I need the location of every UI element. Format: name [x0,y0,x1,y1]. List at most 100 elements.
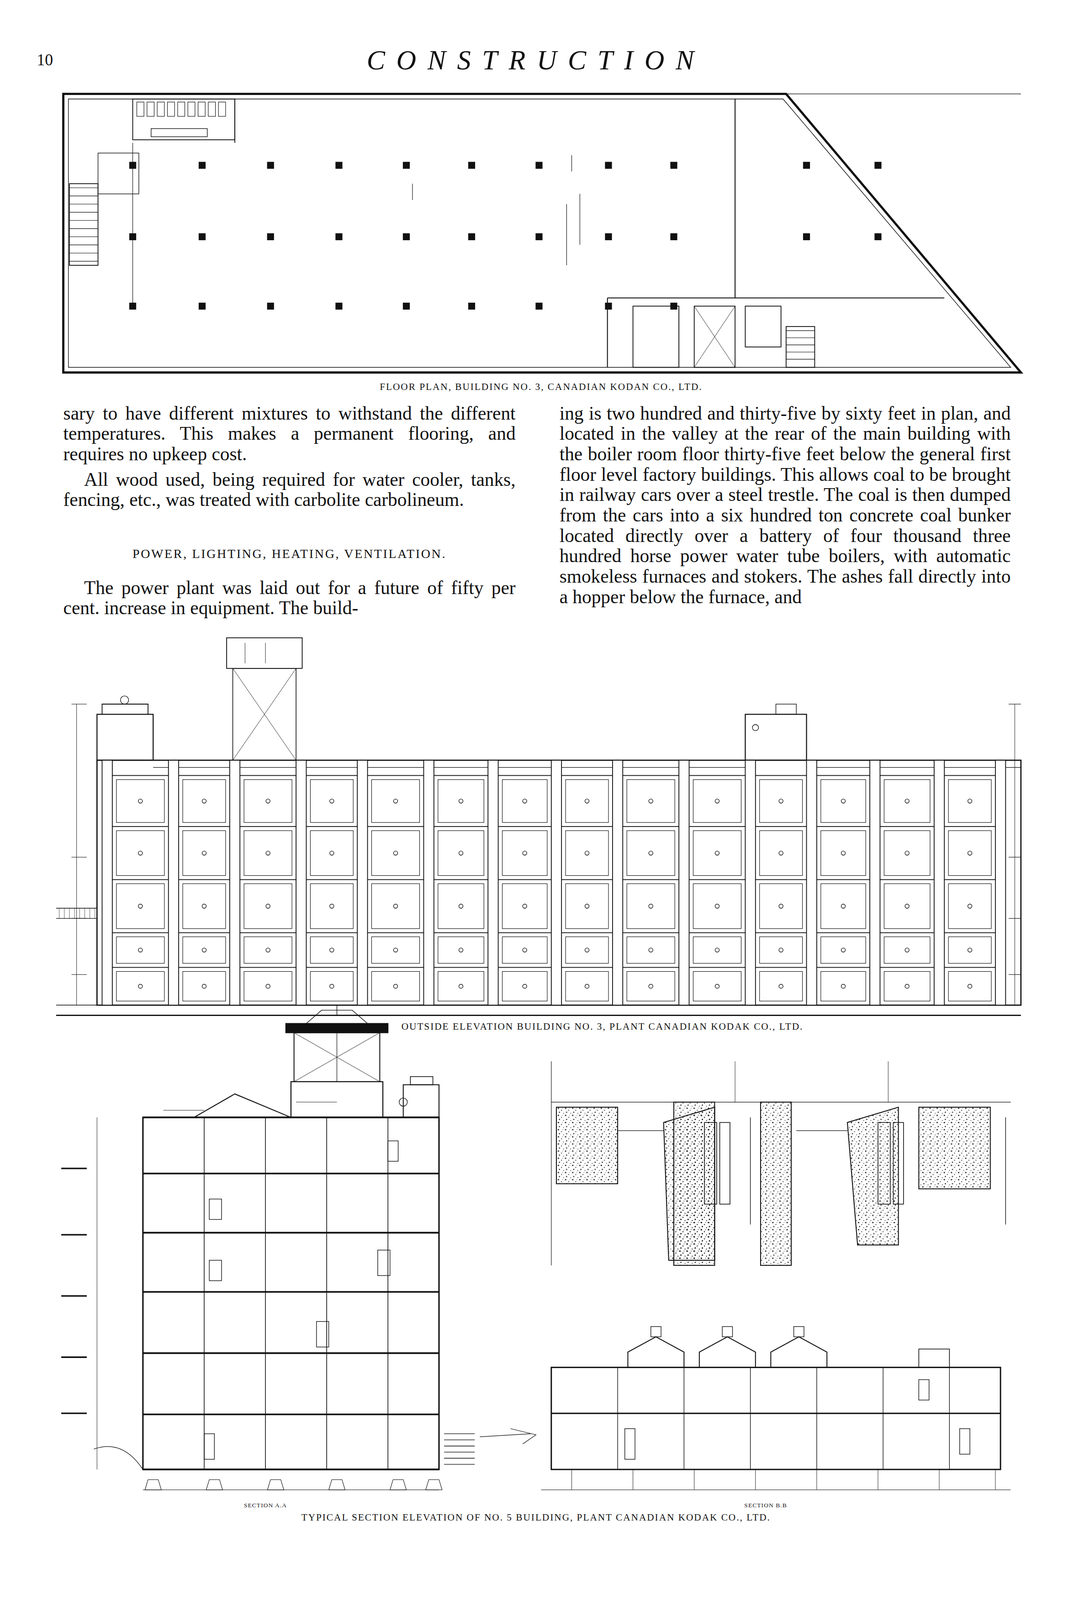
toilet-stall [198,101,206,117]
floor-band [622,932,679,934]
window-vent [201,851,207,856]
drawing-line [617,1130,664,1132]
door [377,1250,391,1277]
window-vent [841,851,846,856]
window-vent [585,799,590,804]
pier [168,760,179,1006]
window-vent [522,948,527,953]
floor-band [622,775,679,777]
window-vent [393,904,398,909]
window [820,937,866,964]
window-vent [265,904,270,909]
drawing-line [79,908,80,919]
footing [816,1470,817,1491]
level-mark [61,1234,87,1236]
window [693,830,741,876]
footing [390,1480,407,1491]
window [759,937,803,964]
drawing-line [63,93,1022,95]
window [371,779,420,823]
floor-band [367,879,424,881]
window-frame [719,1122,731,1205]
floor-band [755,826,807,828]
body-text: The power plant was laid out for a futur… [63,577,516,619]
drawing-line [89,908,90,919]
stair-tread [786,337,815,339]
window-vent [968,948,973,953]
partition [734,99,736,299]
window [565,972,609,1002]
floor-band [112,826,169,828]
plan-outline [63,94,1022,373]
window-vent [459,904,464,909]
stair-tread [69,220,99,221]
column [326,1117,328,1471]
step [444,1458,475,1460]
column [949,1368,950,1471]
pipe [579,194,581,246]
floor-band [816,826,870,828]
water-tank [226,638,302,669]
window [883,937,931,964]
window-vent [904,799,910,804]
section-label: SECTION B.B [724,1502,807,1509]
wall-section [847,1107,899,1246]
floor-band [178,826,230,828]
column [816,1368,817,1471]
drawing-line [479,1434,531,1438]
window-vent [459,984,464,989]
stair-tread [786,330,815,332]
partition [607,298,609,368]
door [316,1322,329,1348]
level-mark [61,1168,87,1170]
drawing-line [694,306,736,368]
stair-tread [786,359,815,360]
pier [995,760,1006,1006]
window [116,937,165,964]
drawing-line [888,1061,889,1103]
room [745,306,781,347]
window-vent [265,984,270,989]
stair-tread [69,211,99,213]
pier [612,760,623,1006]
drawing-rect [793,1327,805,1338]
pier [296,760,307,1006]
drawing-line [294,1033,381,1083]
floor-band [622,879,679,881]
column [535,233,542,240]
window [387,1141,398,1163]
floor-band [561,967,613,969]
column [535,162,542,169]
window-vent [648,984,653,989]
floor-band [688,775,746,777]
window-vent [201,984,207,989]
window [693,937,741,964]
floor-band [755,932,807,934]
window [182,830,226,876]
window [243,779,292,823]
roof-monitor [699,1337,756,1369]
window-vent [585,851,590,856]
window-vent [393,851,398,856]
column [803,162,810,169]
column [129,162,136,169]
elevator [694,306,736,368]
column [199,233,206,240]
window [883,830,931,876]
drawing-line [84,908,85,919]
pier [934,760,945,1006]
window-frame [893,1122,904,1205]
note-rule [750,1117,751,1226]
floor-band [178,879,230,881]
step [444,1433,475,1435]
floor-band [433,775,488,777]
footing-line [540,1490,1011,1491]
window [438,830,485,876]
column [387,1117,389,1471]
window [243,830,292,876]
window [948,883,992,929]
stair [786,326,815,368]
window-vent [522,799,527,804]
wash-trough [151,128,208,138]
section-outline [551,1368,1001,1471]
